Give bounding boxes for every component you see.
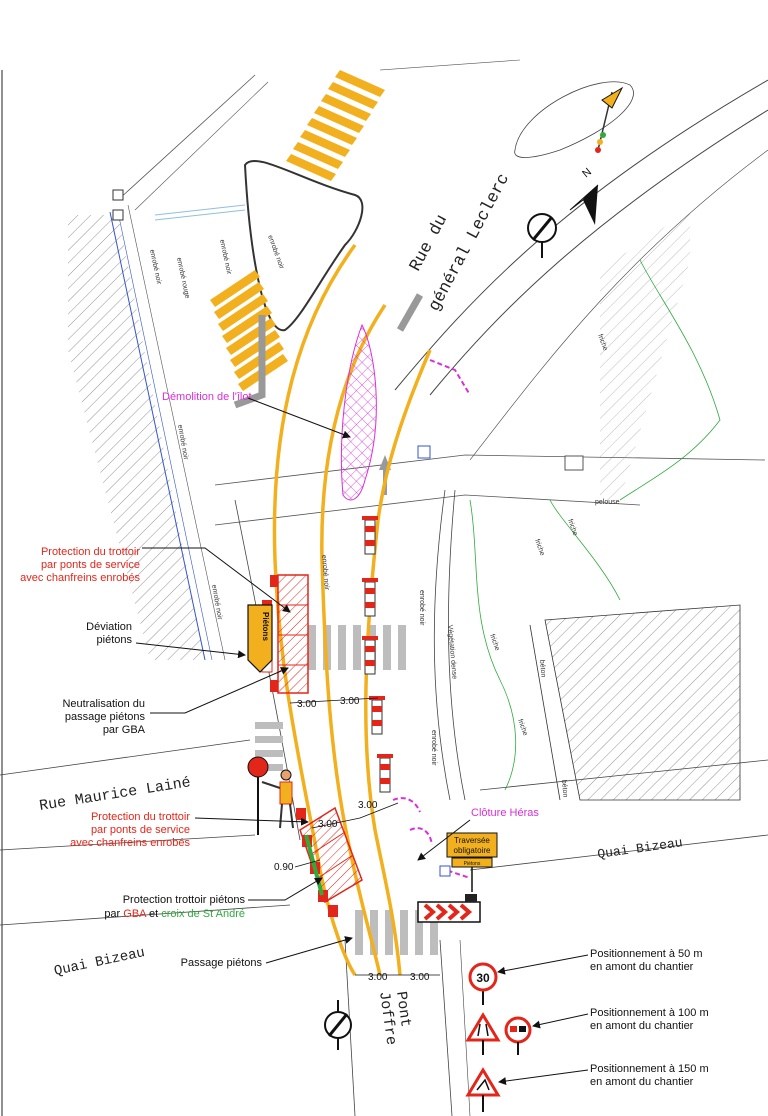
dimension-label: 3.00 bbox=[358, 800, 378, 811]
left-building-hatch bbox=[68, 215, 205, 660]
callout-text: Positionnement à 150 m bbox=[590, 1063, 709, 1075]
speed-limit-value: 30 bbox=[476, 971, 490, 985]
triangle-island bbox=[243, 159, 364, 332]
flagger-figure bbox=[247, 756, 294, 835]
surface-label: enrobé noir bbox=[218, 239, 232, 276]
callout-text: avec chanfreins enrobés bbox=[70, 837, 190, 849]
surface-label: friche bbox=[516, 718, 528, 737]
street-quai-bizeau-left: Quai Bizeau bbox=[53, 945, 147, 980]
pietons-arrow-label: Piétons bbox=[261, 612, 270, 641]
street-maurice-laine: Rue Maurice Lainé bbox=[38, 774, 192, 815]
surface-label: friche bbox=[533, 538, 545, 557]
callout-deviation: Déviation piétons bbox=[86, 621, 246, 659]
callout-text: par GBA bbox=[103, 724, 146, 736]
surface-label: enrobé noir bbox=[418, 590, 425, 626]
callout-text: avec chanfreins enrobés bbox=[20, 572, 140, 584]
north-arrow: N bbox=[569, 86, 624, 225]
lane-barriers bbox=[362, 516, 393, 793]
dimension-label: 3.00 bbox=[410, 972, 430, 983]
callout-neutralisation: Neutralisation du passage piétons par GB… bbox=[62, 667, 289, 736]
dimension-label: 0.90 bbox=[274, 862, 294, 873]
callout-text: piétons bbox=[97, 634, 133, 646]
dimension-label: 3.00 bbox=[368, 972, 388, 983]
surface-label: enrobé rouge bbox=[175, 257, 191, 299]
callout-protection-gba: Protection trottoir piétons par GBA et c… bbox=[104, 877, 323, 920]
callout-text: et bbox=[149, 908, 158, 920]
callout-demolition-text: Démolition de l'îlot bbox=[162, 391, 252, 403]
zebra-top bbox=[286, 70, 385, 181]
callout-text: GBA bbox=[123, 908, 147, 920]
traversee-line-1: Traversée bbox=[454, 836, 490, 845]
dimension-lines bbox=[289, 697, 440, 976]
callout-text: croix de St André bbox=[161, 908, 245, 920]
callout-text: par bbox=[104, 908, 120, 920]
dimension-label: 3.00 bbox=[297, 699, 317, 710]
callout-text: en amont du chantier bbox=[590, 1076, 694, 1088]
callout-text: passage piétons bbox=[65, 711, 146, 723]
street-pont-joffre-1: Pont bbox=[392, 990, 414, 1028]
demolition-island bbox=[340, 323, 377, 501]
dimension-label: 3.00 bbox=[318, 819, 338, 830]
street-quai-bizeau-right: Quai Bizeau bbox=[596, 835, 683, 862]
callout-text: Protection du trottoir bbox=[41, 546, 140, 558]
callout-text: Positionnement à 50 m bbox=[590, 948, 703, 960]
surface-label: Végétation dense bbox=[446, 625, 458, 680]
heras-fences bbox=[392, 359, 471, 879]
surface-label: enrobé noir bbox=[320, 555, 330, 592]
chevron-barrier bbox=[417, 894, 481, 923]
ponts-de-service bbox=[270, 574, 363, 904]
callout-protection-ponts: Protection du trottoir par ponts de serv… bbox=[20, 546, 291, 613]
end-restriction-sign-top bbox=[527, 213, 557, 258]
base-plan bbox=[0, 59, 768, 1116]
callout-text: en amont du chantier bbox=[590, 1020, 694, 1032]
callout-text: en amont du chantier bbox=[590, 961, 694, 973]
surface-label: enrobé noir bbox=[148, 249, 162, 286]
traversee-sign: Traversée obligatoire Piétons bbox=[446, 832, 498, 892]
callout-passage: Passage piétons bbox=[181, 936, 353, 969]
callout-text: Passage piétons bbox=[181, 957, 263, 969]
street-general-leclerc-1: Rue du bbox=[407, 212, 453, 275]
callout-text: Protection trottoir piétons bbox=[123, 894, 246, 906]
svg-text:par GBA: par GBA et croix de St André bbox=[104, 908, 245, 920]
callout-text: Clôture Héras bbox=[471, 807, 539, 819]
end-restriction-sign-bottom bbox=[324, 1000, 352, 1050]
north-label: N bbox=[580, 166, 594, 180]
callout-text: par ponts de service bbox=[41, 559, 140, 571]
right-building-hatch bbox=[544, 604, 741, 801]
sign-no-overtaking bbox=[504, 1016, 532, 1055]
sign-speed-limit: 30 bbox=[468, 962, 498, 1005]
callout-text: par ponts de service bbox=[91, 824, 190, 836]
callout-protection-ponts-b: Protection du trottoir par ponts de serv… bbox=[70, 811, 309, 849]
surface-label: friche bbox=[488, 633, 500, 652]
surface-label: friche bbox=[566, 518, 578, 537]
surface-label: béton bbox=[560, 780, 569, 798]
traversee-line-2: obligatoire bbox=[454, 846, 491, 855]
surface-label: enrobé noir bbox=[176, 424, 189, 461]
dimension-label: 3.00 bbox=[340, 696, 360, 707]
callout-text: Protection du trottoir bbox=[91, 811, 190, 823]
surface-label: pelouse bbox=[595, 499, 620, 506]
callout-cloture: Clôture Héras bbox=[417, 807, 539, 861]
sign-road-narrows bbox=[465, 1012, 501, 1055]
callout-text: Positionnement à 100 m bbox=[590, 1007, 709, 1019]
sign-roadworks bbox=[465, 1067, 501, 1112]
surface-label: enrobé noir bbox=[430, 730, 437, 766]
traversee-line-3: Piétons bbox=[464, 861, 481, 867]
callout-pos150: Positionnement à 150 m en amont du chant… bbox=[498, 1063, 709, 1088]
callout-text: Neutralisation du bbox=[62, 698, 145, 710]
surface-label: béton bbox=[538, 660, 547, 678]
callout-text: Déviation bbox=[86, 621, 132, 633]
pietons-arrow-sign: Piétons bbox=[247, 604, 273, 673]
callout-pos50: Positionnement à 50 m en amont du chanti… bbox=[497, 948, 703, 975]
callout-demolition: Démolition de l'îlot bbox=[162, 391, 351, 439]
surface-label: enrobé noir bbox=[210, 584, 223, 621]
callout-pos100: Positionnement à 100 m en amont du chant… bbox=[532, 1007, 709, 1032]
